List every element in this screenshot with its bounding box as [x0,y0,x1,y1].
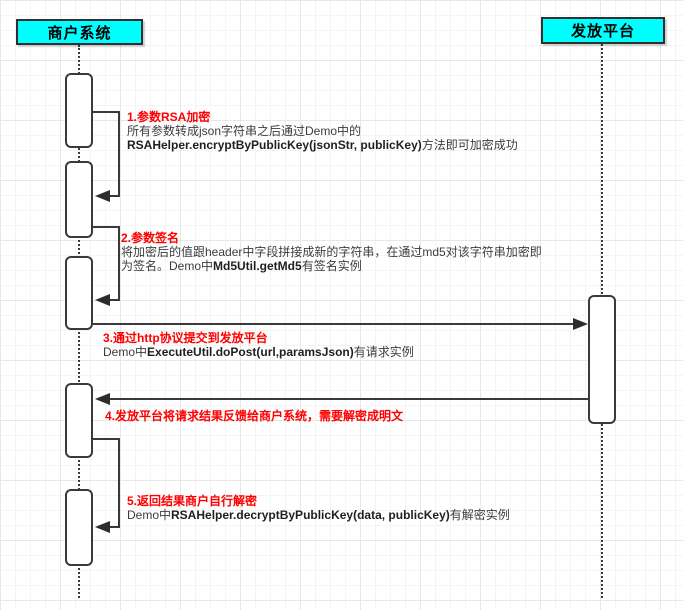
activation-merchant-5[interactable] [65,489,93,566]
arrowhead-left-icon [95,190,110,202]
activation-merchant-4[interactable] [65,383,93,458]
actor-platform-label: 发放平台 [570,23,635,40]
step-3-title: 3.通过http协议提交到发放平台 [103,331,268,345]
activation-merchant-2[interactable] [65,161,93,238]
actor-merchant-system[interactable]: 商户系统 [16,19,143,45]
self-message-3-line [93,438,120,528]
step-3-note[interactable]: 3.通过http协议提交到发放平台 Demo中ExecuteUtil.doPos… [103,331,414,359]
actor-merchant-label: 商户系统 [47,24,112,42]
activation-platform-1[interactable] [588,295,616,424]
step-2-note[interactable]: 2.参数签名 将加密后的值跟header中字段拼接成新的字符串，在通过md5对该… [121,231,542,273]
step-3-line-1: Demo中ExecuteUtil.doPost(url,paramsJson)有… [103,345,414,359]
step-1-line-1: 所有参数转成json字符串之后通过Demo中的 [127,124,362,138]
step-5-note[interactable]: 5.返回结果商户自行解密 Demo中RSAHelper.decryptByPub… [127,494,510,522]
arrowhead-right-icon [573,318,588,330]
activation-merchant-3[interactable] [65,256,93,330]
step-4-note[interactable]: 4.发放平台将请求结果反馈给商户系统，需要解密成明文 [105,409,403,423]
step-1-line-2: RSAHelper.encryptByPublicKey(jsonStr, pu… [127,138,518,152]
step-1-note[interactable]: 1.参数RSA加密 所有参数转成json字符串之后通过Demo中的 RSAHel… [127,110,518,152]
arrowhead-left-icon [95,393,110,405]
self-message-2-line [93,226,120,301]
step-1-title: 1.参数RSA加密 [127,110,211,124]
arrowhead-left-icon [95,521,110,533]
step-2-title: 2.参数签名 [121,231,180,245]
actor-issuing-platform[interactable]: 发放平台 [541,17,665,44]
activation-merchant-1[interactable] [65,73,93,148]
step-4-title: 4.发放平台将请求结果反馈给商户系统，需要解密成明文 [105,409,404,423]
step-2-line-2: 为签名。Demo中Md5Util.getMd5有签名实例 [121,259,362,273]
step-2-line-1: 将加密后的值跟header中字段拼接成新的字符串，在通过md5对该字符串加密即 [121,245,542,259]
step-5-title: 5.返回结果商户自行解密 [127,494,258,508]
self-message-1-line [93,111,120,197]
arrowhead-left-icon [95,294,110,306]
step-5-line-1: Demo中RSAHelper.decryptByPublicKey(data, … [127,508,510,522]
